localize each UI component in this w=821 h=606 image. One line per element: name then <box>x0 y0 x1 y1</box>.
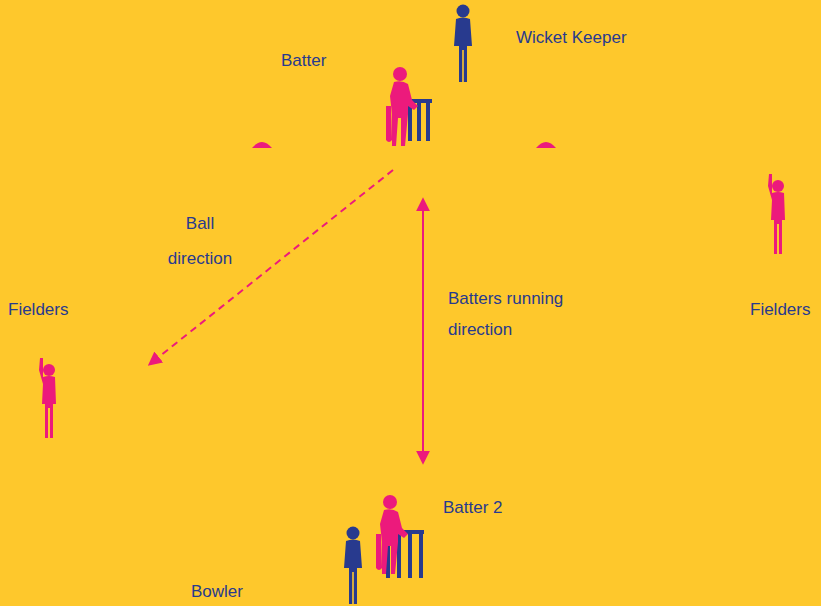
fielder-figure <box>39 358 56 438</box>
batter-figure <box>376 495 408 574</box>
running-direction-arrow <box>422 200 424 462</box>
field-label: Wicket Keeper <box>516 28 676 48</box>
field-label: Ball direction <box>157 206 243 276</box>
cone <box>536 142 556 148</box>
ball-direction-arrow <box>150 170 393 364</box>
field-label: Batter 2 <box>443 498 543 518</box>
field-label: Batter <box>281 51 361 71</box>
field-label: Fielders <box>8 300 98 320</box>
cone <box>252 142 272 148</box>
field-label: Batters running direction <box>448 283 588 345</box>
wicket-keeper-figure <box>454 5 472 83</box>
fielder-figure <box>768 174 785 254</box>
bowler-figure <box>344 527 362 605</box>
field-label: Fielders <box>750 300 821 320</box>
field-label: Bowler <box>191 582 281 602</box>
batter-figure <box>386 67 418 146</box>
